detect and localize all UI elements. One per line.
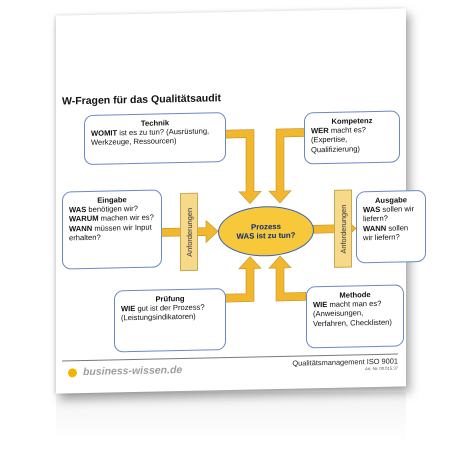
- arrow-technik: [223, 129, 262, 205]
- document-page: W-Fragen für das Qualitätsaudit Technik …: [56, 8, 426, 394]
- ausgabe-box: Ausgabe WAS sollen wir liefern? WANN sol…: [356, 189, 426, 264]
- arrow-pruefung: [223, 256, 262, 303]
- requirement-pill-right: Anforderungen: [334, 189, 352, 268]
- eingabe-q3: WANN müssen wir Input erhalten?: [69, 222, 152, 243]
- methode-text: WIE macht man es? (Anweisungen, Verfahre…: [313, 299, 392, 328]
- ausgabe-q2: WANN sollen wir liefern?: [363, 222, 409, 243]
- arrow-kompetenz: [268, 128, 307, 204]
- methode-box: Methode WIE macht man es? (Anweisungen, …: [306, 284, 404, 349]
- brand-dot-icon: [68, 367, 77, 377]
- brand-logo: business-wissen.de: [68, 364, 182, 378]
- pruefung-box: Prüfung WIE gut ist der Prozess? (Leistu…: [114, 288, 226, 353]
- page-reflection: [56, 392, 406, 442]
- eingabe-box: Eingabe WAS benötigen wir? WARUM machen …: [62, 189, 162, 270]
- technik-box: Technik WOMIT ist es zu tun? (Ausrüstung…: [84, 112, 226, 166]
- kompetenz-text: WER macht es? (Expertise, Qualifizierung…: [311, 125, 366, 154]
- arrow-methode: [268, 255, 307, 302]
- kompetenz-box: Kompetenz WER macht es? (Expertise, Qual…: [304, 110, 400, 165]
- article-number: Art.-Nr. 00.015.37: [364, 365, 398, 372]
- process-question: WAS ist zu tun?: [236, 230, 296, 241]
- brand-name: business-wissen.de: [83, 364, 183, 379]
- pruefung-text: WIE gut ist der Prozess? (Leistungsindik…: [121, 302, 205, 323]
- requirement-right-label: Anforderungen: [338, 204, 348, 254]
- ausgabe-q1: WAS sollen wir liefern?: [363, 204, 415, 224]
- requirement-left-label: Anforderungen: [184, 207, 194, 257]
- technik-text: WOMIT ist es zu tun? (Ausrüstung, Werkze…: [91, 126, 210, 148]
- requirement-pill-left: Anforderungen: [180, 192, 198, 272]
